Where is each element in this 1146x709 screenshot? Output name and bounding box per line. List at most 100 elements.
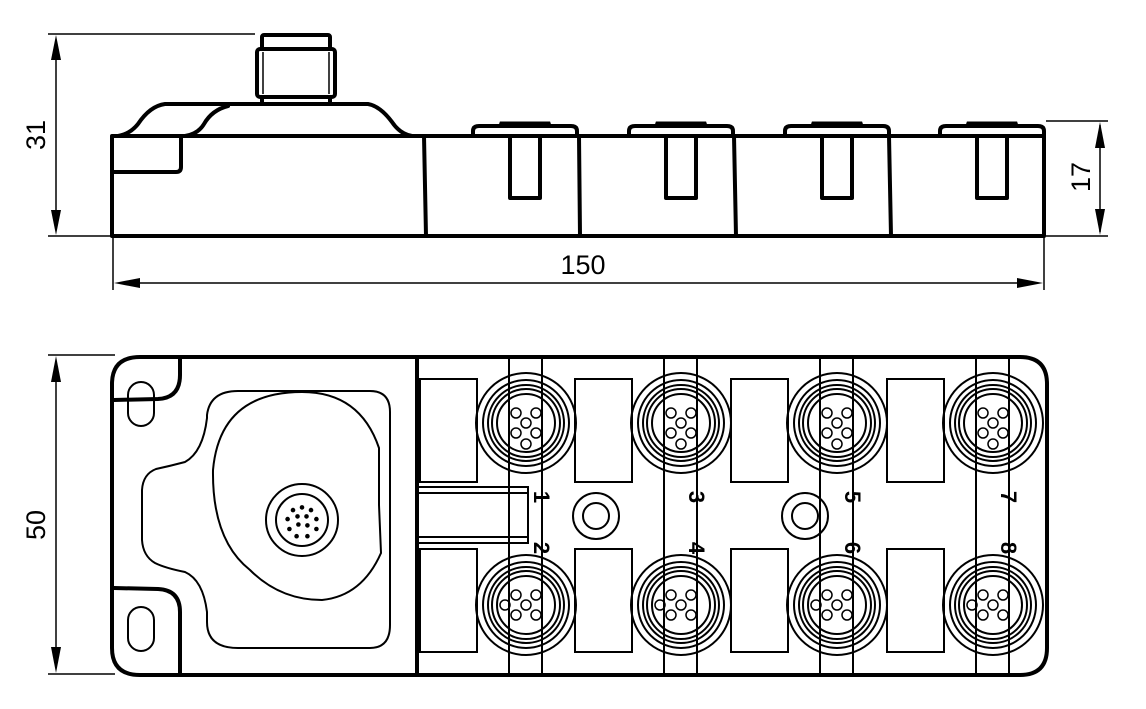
port-outer-ring [630,372,732,474]
side-view: 31 17 150 [21,33,1108,290]
port-pin [685,407,697,419]
port-pin [831,599,843,611]
port-inner-ring [651,393,711,453]
side-dome [116,102,414,138]
port-ring [802,388,872,458]
port-pin [520,599,532,611]
port-pin [510,427,522,439]
port-inner-ring [963,575,1023,635]
side-divider [887,134,893,238]
port-key [520,438,532,450]
dimension-label-150: 150 [560,250,605,280]
port-ring [646,388,716,458]
port-pin [841,609,853,621]
port-ring [487,384,565,462]
dimension-height-total: 31 [21,33,255,237]
port-pin [520,417,532,429]
dimension-label-50: 50 [21,510,51,540]
port-pin [675,599,687,611]
port-pin [997,407,1009,419]
side-port-cap-top [964,121,1020,128]
port-ring [798,384,876,462]
side-port-slot [820,134,854,200]
port-pin [665,589,677,601]
port-label: 7 [996,491,1021,503]
connector-pin [305,533,310,539]
label-field [419,378,478,483]
connector-pin [294,533,299,539]
dimension-label-17: 17 [1066,162,1096,192]
side-divider [732,134,738,238]
side-left-step [112,134,183,174]
port-pin [530,609,542,621]
mounting-ear-bottom [112,586,182,677]
port-inner-ring [963,393,1023,453]
mounting-hole-top [127,381,155,427]
port-pin [821,609,833,621]
port-ring [637,561,725,649]
port-key [966,599,978,611]
label-field [730,378,789,483]
dimension-length: 150 [112,236,1045,290]
connector-pin [305,523,310,528]
top-body-outline [110,355,1049,677]
port-pin [977,407,989,419]
port-pin [841,407,853,419]
side-port-caps [471,121,1046,200]
port-label: 3 [684,491,709,503]
port-pin [530,427,542,439]
port-pin [821,427,833,439]
connector-pin [296,522,301,527]
port-pin [665,407,677,419]
label-field [419,548,478,653]
port-inner-ring [496,393,556,453]
port-ring [646,570,716,640]
port-ring [482,561,570,649]
m12-port [786,372,888,474]
label-field [574,378,633,483]
label-field [730,548,789,653]
side-port-cap-top [653,121,709,128]
port-key [499,599,511,611]
dimension-height-body: 17 [1046,120,1108,237]
side-port-slot [664,134,698,200]
port-ring [793,379,881,467]
side-port-slot [975,134,1009,200]
port-ring [491,388,561,458]
port-inner-ring [807,575,867,635]
port-ring [642,566,720,644]
port-pin [987,599,999,611]
port-pin [510,589,522,601]
m12-port [630,372,732,474]
indicator-ring [781,492,829,540]
connector-pin [304,514,309,519]
port-pin [685,609,697,621]
m12-port [475,554,577,656]
mounting-ear-top [112,355,182,402]
port-pin [510,609,522,621]
port-ring [949,561,1037,649]
connector-pin [287,526,292,532]
port-pin [530,589,542,601]
label-field [574,548,633,653]
home-run-connector [265,483,339,557]
port-key [810,599,822,611]
connector-pin [308,507,314,513]
connector-pin [299,505,305,510]
port-outer-ring [475,372,577,474]
port-label: 4 [684,542,709,555]
m12-port [786,554,888,656]
port-pin [977,427,989,439]
port-ring [637,379,725,467]
port-key [675,438,687,450]
port-label: 1 [529,491,554,503]
port-ring [798,566,876,644]
port-ring [487,566,565,644]
port-inner-ring [807,393,867,453]
dimension-width: 50 [21,354,115,675]
connector-pin [290,507,296,513]
port-ring [958,570,1028,640]
